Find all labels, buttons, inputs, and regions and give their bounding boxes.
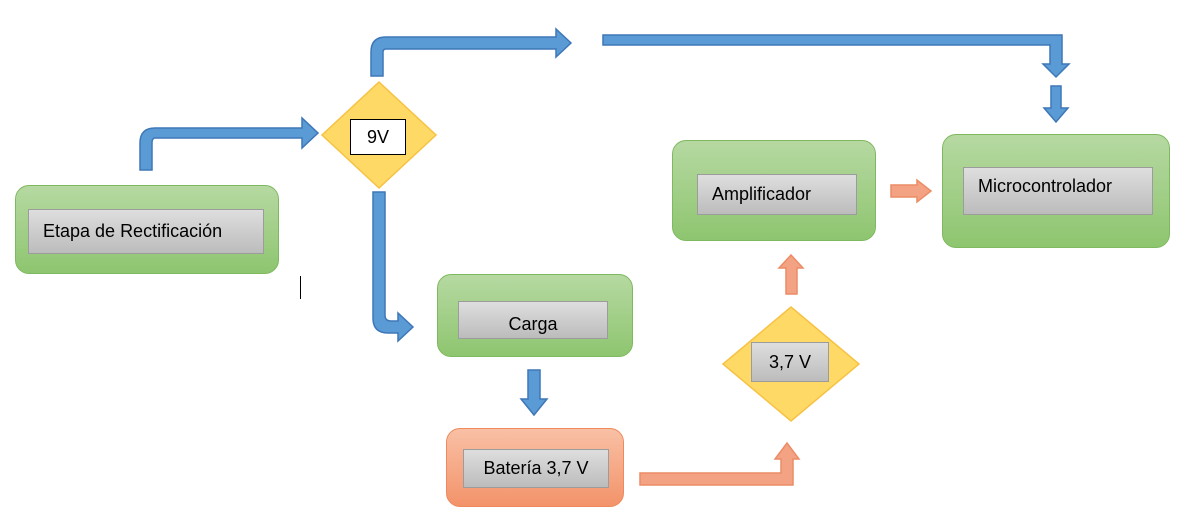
label-bateria: Batería 3,7 V [463,449,609,488]
label-carga: Carga [458,301,608,339]
arrow-rectificacion-to-9v [139,116,320,171]
decision-9v: 9V [320,80,438,190]
arrow-amplificador-to-micro [890,178,933,204]
text-cursor [300,276,301,299]
label-amplificador: Amplificador [697,174,857,215]
arrow-top-to-micro [602,34,1071,79]
label-9v: 9V [350,119,406,155]
node-carga: Carga [437,274,633,357]
arrow-bateria-to-37v [639,441,801,486]
arrow-down-to-micro [1042,85,1070,124]
node-bateria: Batería 3,7 V [446,428,624,507]
label-rectificacion: Etapa de Rectificación [28,209,264,254]
label-microcontrolador: Microcontrolador [963,167,1153,215]
node-microcontrolador: Microcontrolador [942,134,1170,248]
arrow-9v-to-carga [372,191,415,343]
arrow-37v-to-amplificador [777,253,805,295]
arrow-carga-to-bateria [519,369,549,417]
node-rectificacion: Etapa de Rectificación [15,185,279,274]
decision-37v: 3,7 V [721,306,861,422]
label-37v: 3,7 V [751,342,829,382]
arrow-9v-up [370,27,573,77]
node-amplificador: Amplificador [672,140,876,241]
